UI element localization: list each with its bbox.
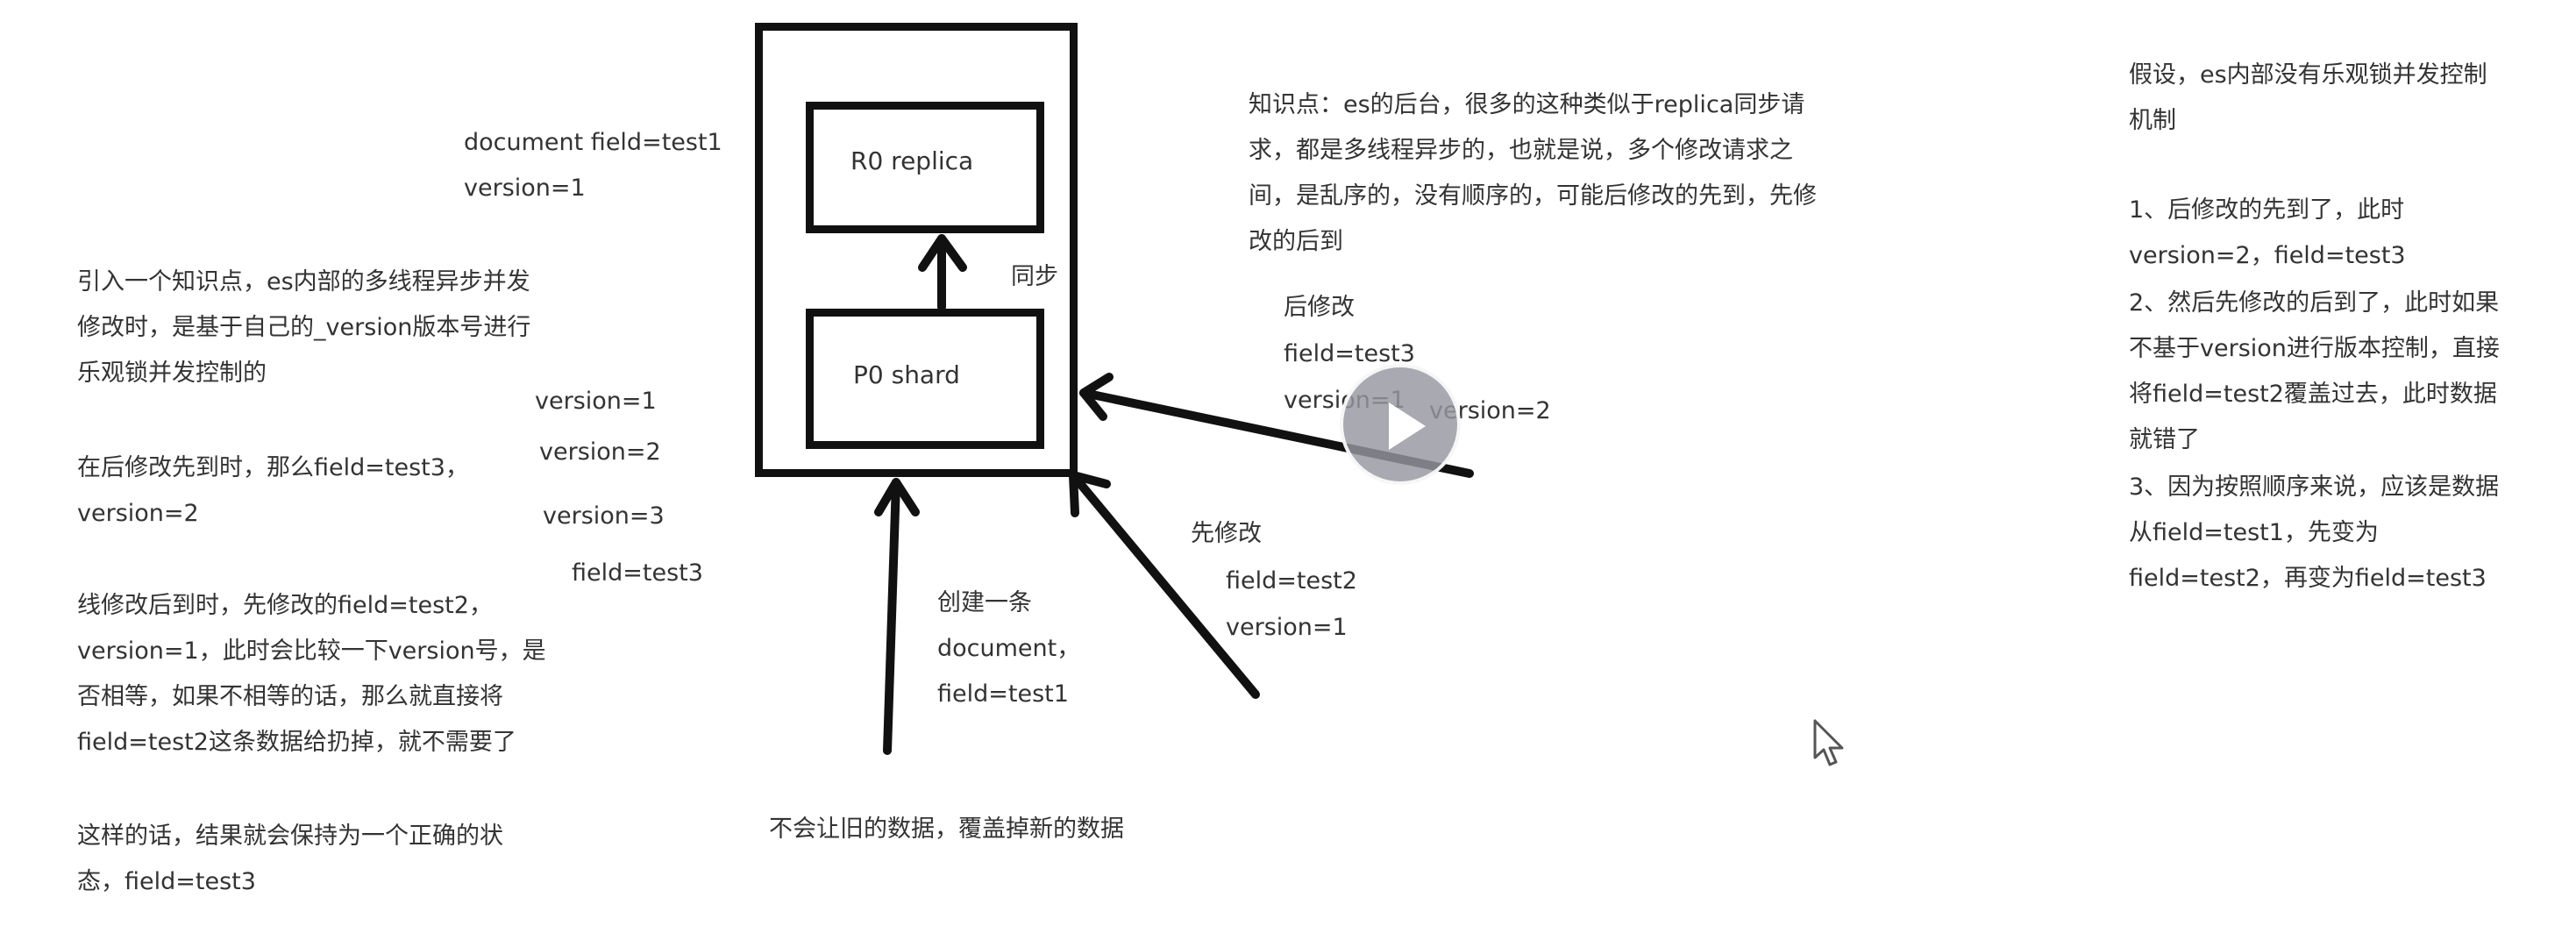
bottom-note: 不会让旧的数据，覆盖掉新的数据 <box>769 815 1124 843</box>
first-modify-arrow <box>1069 471 1260 699</box>
result-line1: 这样的话，结果就会保持为一个正确的状 <box>77 822 503 850</box>
sync-arrow-head <box>918 234 967 272</box>
point2-line4: 就错了 <box>2129 426 2200 453</box>
doc-label-line1: document field=test1 <box>464 129 722 156</box>
shard-label: P0 shard <box>853 360 960 389</box>
shard-box: P0 shard <box>806 309 1044 449</box>
later-modify-field: field=test3 <box>1284 340 1415 367</box>
play-icon <box>1389 402 1426 450</box>
knowledge-line2: 求，都是多线程异步的，也就是说，多个修改请求之 <box>1249 137 1793 164</box>
earlier-later-line4: field=test2这条数据给扔掉，就不需要了 <box>77 729 516 756</box>
later-first-line2: version=2 <box>77 500 199 527</box>
earlier-later-line3: 否相等，如果不相等的话，那么就直接将 <box>77 683 503 710</box>
first-modify-version: version=1 <box>1226 614 1348 641</box>
version-stack-field: field=test3 <box>572 559 703 587</box>
create-note-line3: field=test1 <box>937 680 1069 708</box>
doc-label-line2: version=1 <box>464 174 586 202</box>
version-stack-3: version=3 <box>543 502 665 530</box>
point2-line3: 将field=test2覆盖过去，此时数据 <box>2129 381 2497 408</box>
point2-line1: 2、然后先修改的后到了，此时如果 <box>2129 289 2500 317</box>
replica-label: R0 replica <box>850 146 974 175</box>
point1-line2: version=2，field=test3 <box>2129 242 2406 269</box>
point3-line1: 3、因为按照顺序来说，应该是数据 <box>2129 474 2500 501</box>
later-modify-arrow-head <box>1079 373 1114 421</box>
version-stack-1: version=1 <box>535 388 657 415</box>
first-modify-arrow-head <box>1069 471 1111 517</box>
create-arrow-head <box>874 478 920 516</box>
first-modify-title: 先修改 <box>1191 520 1262 547</box>
knowledge-line4: 改的后到 <box>1249 228 1343 255</box>
point3-line2: 从field=test1，先变为 <box>2129 519 2379 546</box>
first-modify-field: field=test2 <box>1226 567 1357 595</box>
assume-line1: 假设，es内部没有乐观锁并发控制 <box>2129 61 2487 89</box>
point3-line3: field=test2，再变为field=test3 <box>2129 565 2487 592</box>
point2-line2: 不基于version进行版本控制，直接 <box>2129 335 2500 362</box>
play-button[interactable] <box>1340 364 1461 485</box>
earlier-later-line2: version=1，此时会比较一下version号，是 <box>77 637 546 665</box>
earlier-later-line1: 线修改后到时，先修改的field=test2， <box>77 592 493 619</box>
create-note-line2: document， <box>937 635 1081 662</box>
knowledge-line1: 知识点：es的后台，很多的这种类似于replica同步请 <box>1249 91 1805 118</box>
assume-line2: 机制 <box>2129 107 2176 134</box>
mouse-pointer-icon <box>1813 719 1844 766</box>
replica-box: R0 replica <box>806 102 1044 233</box>
result-line2: 态，field=test3 <box>77 868 256 895</box>
knowledge-line3: 间，是乱序的，没有顺序的，可能后修改的先到，先修 <box>1249 182 1817 210</box>
intro-line2: 修改时，是基于自己的_version版本号进行 <box>77 314 531 341</box>
sync-label: 同步 <box>1011 263 1058 290</box>
create-arrow <box>883 478 900 755</box>
later-first-line1: 在后修改先到时，那么field=test3， <box>77 454 469 481</box>
later-modify-title: 后修改 <box>1284 294 1355 321</box>
version-stack-2: version=2 <box>539 438 661 466</box>
intro-line1: 引入一个知识点，es内部的多线程异步并发 <box>77 268 530 296</box>
create-note-line1: 创建一条 <box>937 589 1032 616</box>
outer-node-box <box>755 23 1078 477</box>
point1-line1: 1、后修改的先到了，此时 <box>2129 196 2405 224</box>
intro-line3: 乐观锁并发控制的 <box>77 360 267 387</box>
